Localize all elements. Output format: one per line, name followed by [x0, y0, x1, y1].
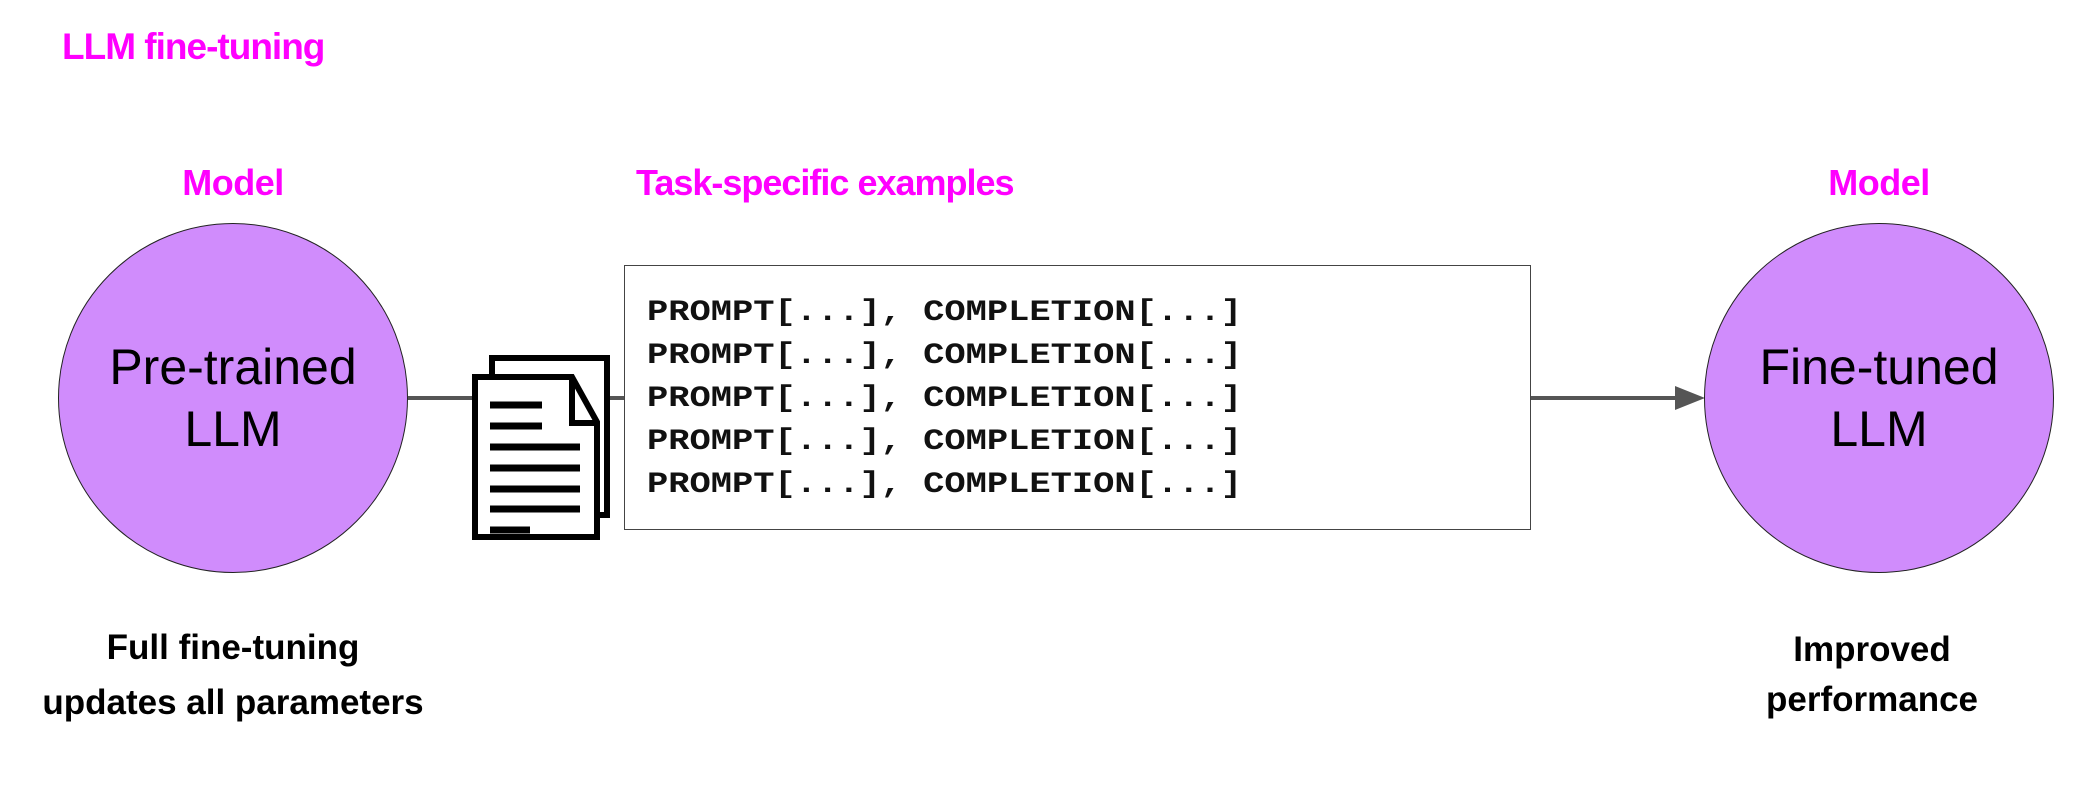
right-caption-line1: Improved [1793, 630, 1951, 669]
example-row: PROMPT[...], COMPLETION[...] [647, 339, 1242, 373]
right-caption: Improved performance [1632, 625, 2092, 725]
diagram-title: LLM fine-tuning [62, 26, 325, 67]
examples-box: PROMPT[...], COMPLETION[...] PROMPT[...]… [624, 265, 1531, 530]
left-caption: Full fine-tuning updates all parameters [0, 620, 473, 730]
connector-line-mid [610, 396, 626, 400]
example-row: PROMPT[...], COMPLETION[...] [647, 382, 1242, 416]
example-row: PROMPT[...], COMPLETION[...] [647, 296, 1242, 330]
connector-line-left [408, 396, 472, 400]
example-row: PROMPT[...], COMPLETION[...] [647, 468, 1242, 502]
left-caption-line2: updates all parameters [42, 683, 424, 722]
pretrained-llm-line2: LLM [184, 401, 282, 457]
pretrained-llm-line1: Pre-trained [109, 339, 357, 395]
finetuned-llm-line2: LLM [1830, 401, 1928, 457]
pretrained-llm-node: Pre-trained LLM [58, 223, 408, 573]
documents-icon [472, 355, 610, 540]
right-model-label: Model [1828, 162, 1930, 203]
finetuned-llm-line1: Fine-tuned [1759, 339, 1999, 395]
left-model-label: Model [182, 162, 284, 203]
left-caption-line1: Full fine-tuning [106, 628, 360, 667]
finetuned-llm-node: Fine-tuned LLM [1704, 223, 2054, 573]
example-row: PROMPT[...], COMPLETION[...] [647, 425, 1242, 459]
arrow-line [1531, 396, 1681, 400]
right-caption-line2: performance [1765, 680, 1979, 719]
examples-label: Task-specific examples [636, 162, 1015, 203]
arrowhead-icon [1675, 386, 1705, 410]
